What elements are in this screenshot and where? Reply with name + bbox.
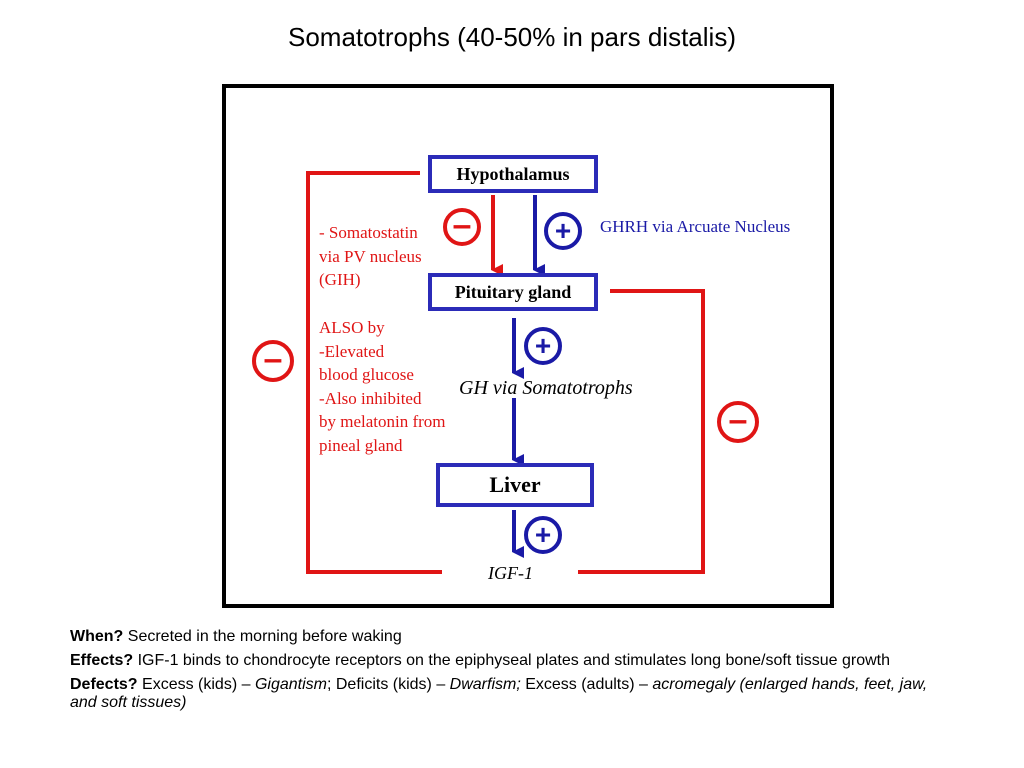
diagram-frame — [222, 84, 834, 608]
hypothalamus-label: Hypothalamus — [456, 164, 570, 184]
left-feedback-inhibit-symbol: – — [252, 340, 294, 382]
also-inhibited-label: ALSO by -Elevated blood glucose -Also in… — [319, 318, 446, 455]
note-when: When? Secreted in the morning before wak… — [70, 628, 402, 645]
ghrh-stimulate-symbol: + — [544, 212, 582, 250]
right-feedback-inhibit-symbol: – — [717, 401, 759, 443]
igf-stimulate-symbol: + — [524, 516, 562, 554]
somatostatin-inhibit-symbol: – — [443, 208, 481, 246]
notes: When? Secreted in the morning before wak… — [70, 628, 950, 718]
ghrh-label: GHRH via Arcuate Nucleus — [600, 217, 791, 236]
liver-box: Liver — [436, 463, 594, 507]
pituitary-box: Pituitary gland — [428, 273, 598, 311]
gh-label: GH via Somatotrophs — [459, 377, 633, 399]
hypothalamus-box: Hypothalamus — [428, 155, 598, 193]
liver-label: Liver — [489, 472, 541, 497]
note-defects: Defects? Excess (kids) – Gigantism; Defi… — [70, 676, 928, 711]
igf-label: IGF-1 — [488, 563, 533, 583]
gh-feedback-line — [578, 289, 705, 574]
pituitary-label: Pituitary gland — [454, 282, 572, 302]
gh-stimulate-symbol: + — [524, 327, 562, 365]
slide-title: Somatotrophs (40-50% in pars distalis) — [288, 22, 736, 52]
igf-feedback-line — [306, 171, 442, 574]
somatostatin-label: - Somatostatin via PV nucleus (GIH) — [319, 223, 422, 289]
note-effects: Effects? IGF-1 binds to chondrocyte rece… — [70, 652, 890, 669]
